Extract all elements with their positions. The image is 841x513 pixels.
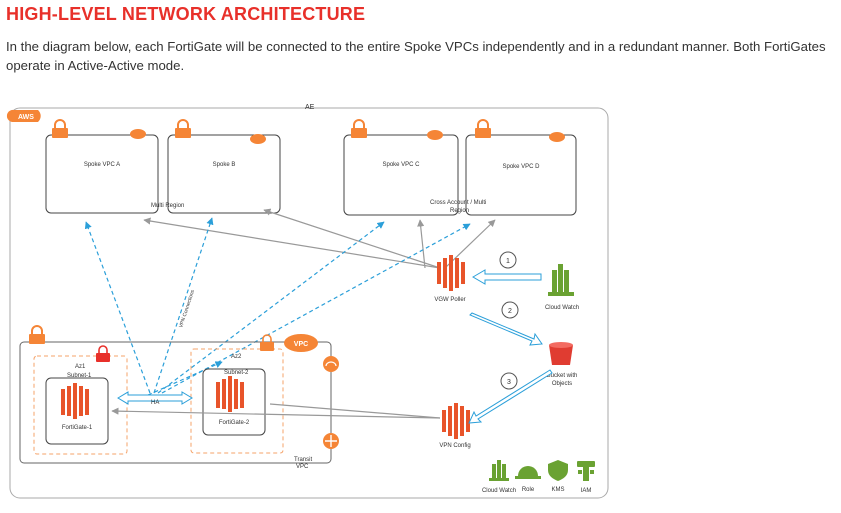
legend-role-icon <box>515 466 541 479</box>
legend-iam-label: IAM <box>581 488 592 494</box>
spoke-vpc-d-label: Spoke VPC D <box>502 164 540 170</box>
spoke-b-label: Spoke B <box>213 162 236 168</box>
svg-text:VPC: VPC <box>294 341 308 348</box>
legend-role-label: Role <box>522 487 535 493</box>
subnet-1-label: Subnet-1 <box>67 373 92 379</box>
fortigate-icon <box>216 376 244 412</box>
step-3-badge: 3 <box>500 372 518 390</box>
step-3-arrow <box>468 369 553 424</box>
az2-label: Az2 <box>231 354 242 360</box>
spoke-b-box <box>167 134 281 214</box>
transit-vpc-label-2: VPC <box>296 464 309 470</box>
subnet-2-label: Subnet-2 <box>224 370 249 376</box>
vpc-cloud-icon <box>130 129 146 139</box>
spoke-vpc-a-label: Spoke VPC A <box>84 162 120 168</box>
router-icon <box>323 433 339 449</box>
poller-to-spoke-b-arrow <box>263 208 441 269</box>
svg-text:AWS: AWS <box>18 114 34 121</box>
svg-text:3: 3 <box>507 379 511 386</box>
vpn-config-label: VPN Config <box>439 443 470 449</box>
vpc-cloud-icon <box>250 134 266 144</box>
step-2-arrow <box>469 312 543 346</box>
vpn-config-to-fortigate-arrow <box>111 407 441 419</box>
legend-cloud-watch-label: Cloud Watch <box>482 488 516 494</box>
legend-kms-icon <box>548 460 568 481</box>
spoke-vpc-c-box <box>343 134 459 216</box>
spoke-vpc-c-label: Spoke VPC C <box>382 162 420 168</box>
lock-icon <box>29 325 45 344</box>
lock-icon <box>260 334 274 351</box>
vpn-gateway-icon <box>323 356 339 372</box>
spoke-vpc-d-box <box>465 134 577 216</box>
az2-box <box>190 348 284 454</box>
legend-kms-label: KMS <box>551 487 564 493</box>
vpc-badge: VPC <box>284 334 318 352</box>
multi-region-label: Multi Region <box>151 203 184 209</box>
s3-bucket-icon <box>549 342 573 365</box>
legend-cloud-watch-icon <box>489 460 509 481</box>
lock-icon <box>351 119 367 138</box>
page-title: HIGH-LEVEL NETWORK ARCHITECTURE <box>6 4 366 24</box>
bucket-label-2: Objects <box>552 381 572 387</box>
step-1-arrow <box>472 269 542 285</box>
vgw-poller-icon <box>437 255 465 291</box>
vgw-poller-label: VGW Poller <box>434 297 465 303</box>
az1-box <box>33 355 128 455</box>
cloud-watch-label: Cloud Watch <box>545 305 579 311</box>
spoke-vpc-a-box <box>45 134 159 214</box>
poller-to-spoke-a-arrow <box>143 217 441 269</box>
vpn-config-to-fortigate2-line <box>269 403 441 419</box>
fortigate-2-label: FortiGate-2 <box>219 420 250 426</box>
fortigate-icon <box>61 383 89 419</box>
svg-text:1: 1 <box>506 258 510 265</box>
intro-paragraph: In the diagram below, each FortiGate wil… <box>6 39 826 73</box>
lock-icon <box>96 345 110 362</box>
vpn-connection-lines <box>84 217 471 396</box>
poller-to-spoke-c-arrow <box>417 219 426 269</box>
transit-vpc-container <box>19 341 332 464</box>
fortigate-1-label: FortiGate-1 <box>62 425 93 431</box>
legend-iam-icon <box>577 461 595 481</box>
transit-vpc-label-1: Transit <box>294 457 312 463</box>
aws-badge: AWS <box>6 109 41 122</box>
bucket-label-1: Bucket with <box>547 373 578 379</box>
svg-text:2: 2 <box>508 308 512 315</box>
cross-account-label-1: Cross Account / Multi <box>430 200 486 206</box>
lock-icon <box>52 119 68 138</box>
vpn-connections-label: VPN Connections <box>178 289 196 329</box>
poller-to-spoke-d-arrow <box>444 219 496 269</box>
cloud-watch-icon <box>548 264 574 296</box>
vpc-cloud-icon <box>427 130 443 140</box>
aws-cloud-container <box>9 107 609 499</box>
az1-label: Az1 <box>75 364 86 370</box>
lock-icon <box>475 119 491 138</box>
region-label: AE <box>305 104 315 111</box>
vpc-cloud-icon <box>549 132 565 142</box>
lock-icon <box>175 119 191 138</box>
ha-double-arrow <box>117 391 193 405</box>
step-2-badge: 2 <box>501 301 519 319</box>
ha-label: HA <box>151 400 159 406</box>
vpn-config-icon <box>442 403 470 439</box>
cross-account-label-2: Region <box>450 208 469 214</box>
step-1-badge: 1 <box>499 251 517 269</box>
